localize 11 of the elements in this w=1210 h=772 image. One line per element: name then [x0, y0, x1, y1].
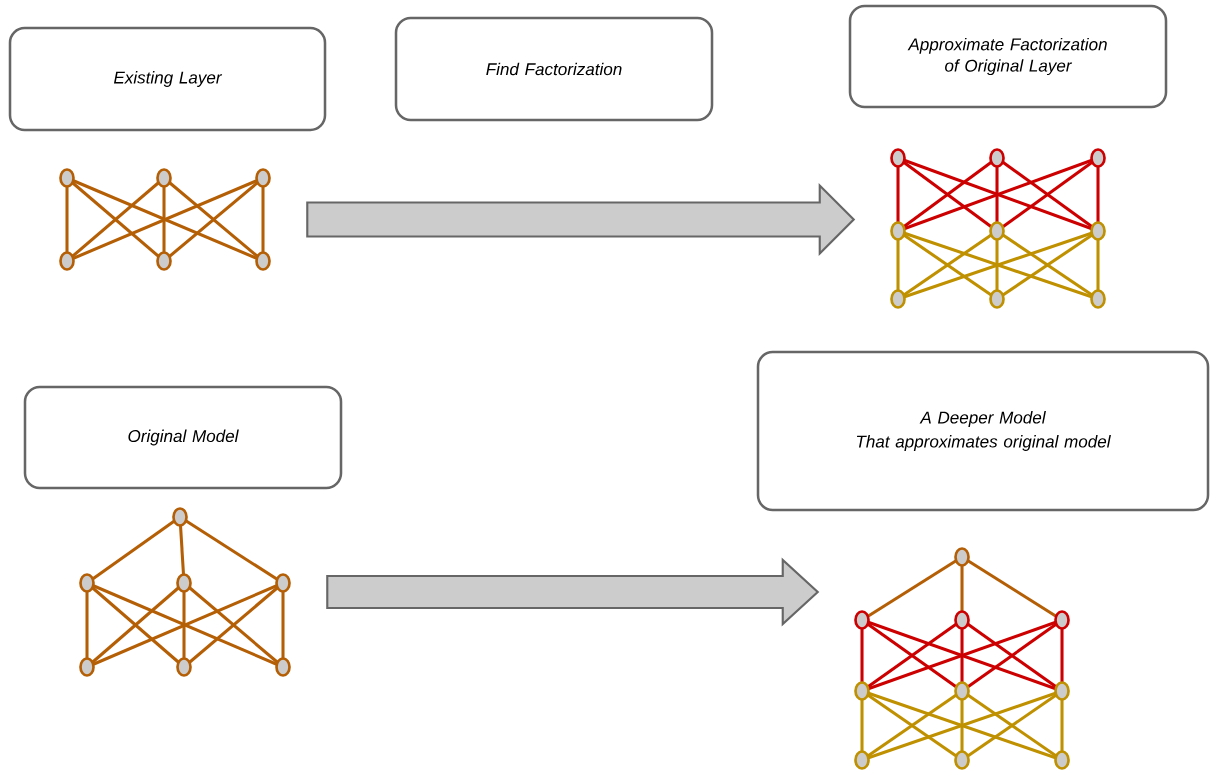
network-drawing [79, 507, 291, 677]
text-box: Original Model [23, 385, 343, 490]
block-arrow [306, 182, 856, 257]
network-drawing [854, 547, 1070, 770]
text-box: Find Factorization [394, 16, 714, 122]
text-box: A Deeper Model That approximates original model [756, 350, 1210, 512]
text-box: Approximate Factorization of Original Layer [848, 4, 1168, 109]
block-arrow [326, 557, 820, 627]
network-drawing [59, 168, 271, 271]
text-box: Existing Layer [8, 26, 327, 132]
network-drawing [890, 148, 1106, 309]
